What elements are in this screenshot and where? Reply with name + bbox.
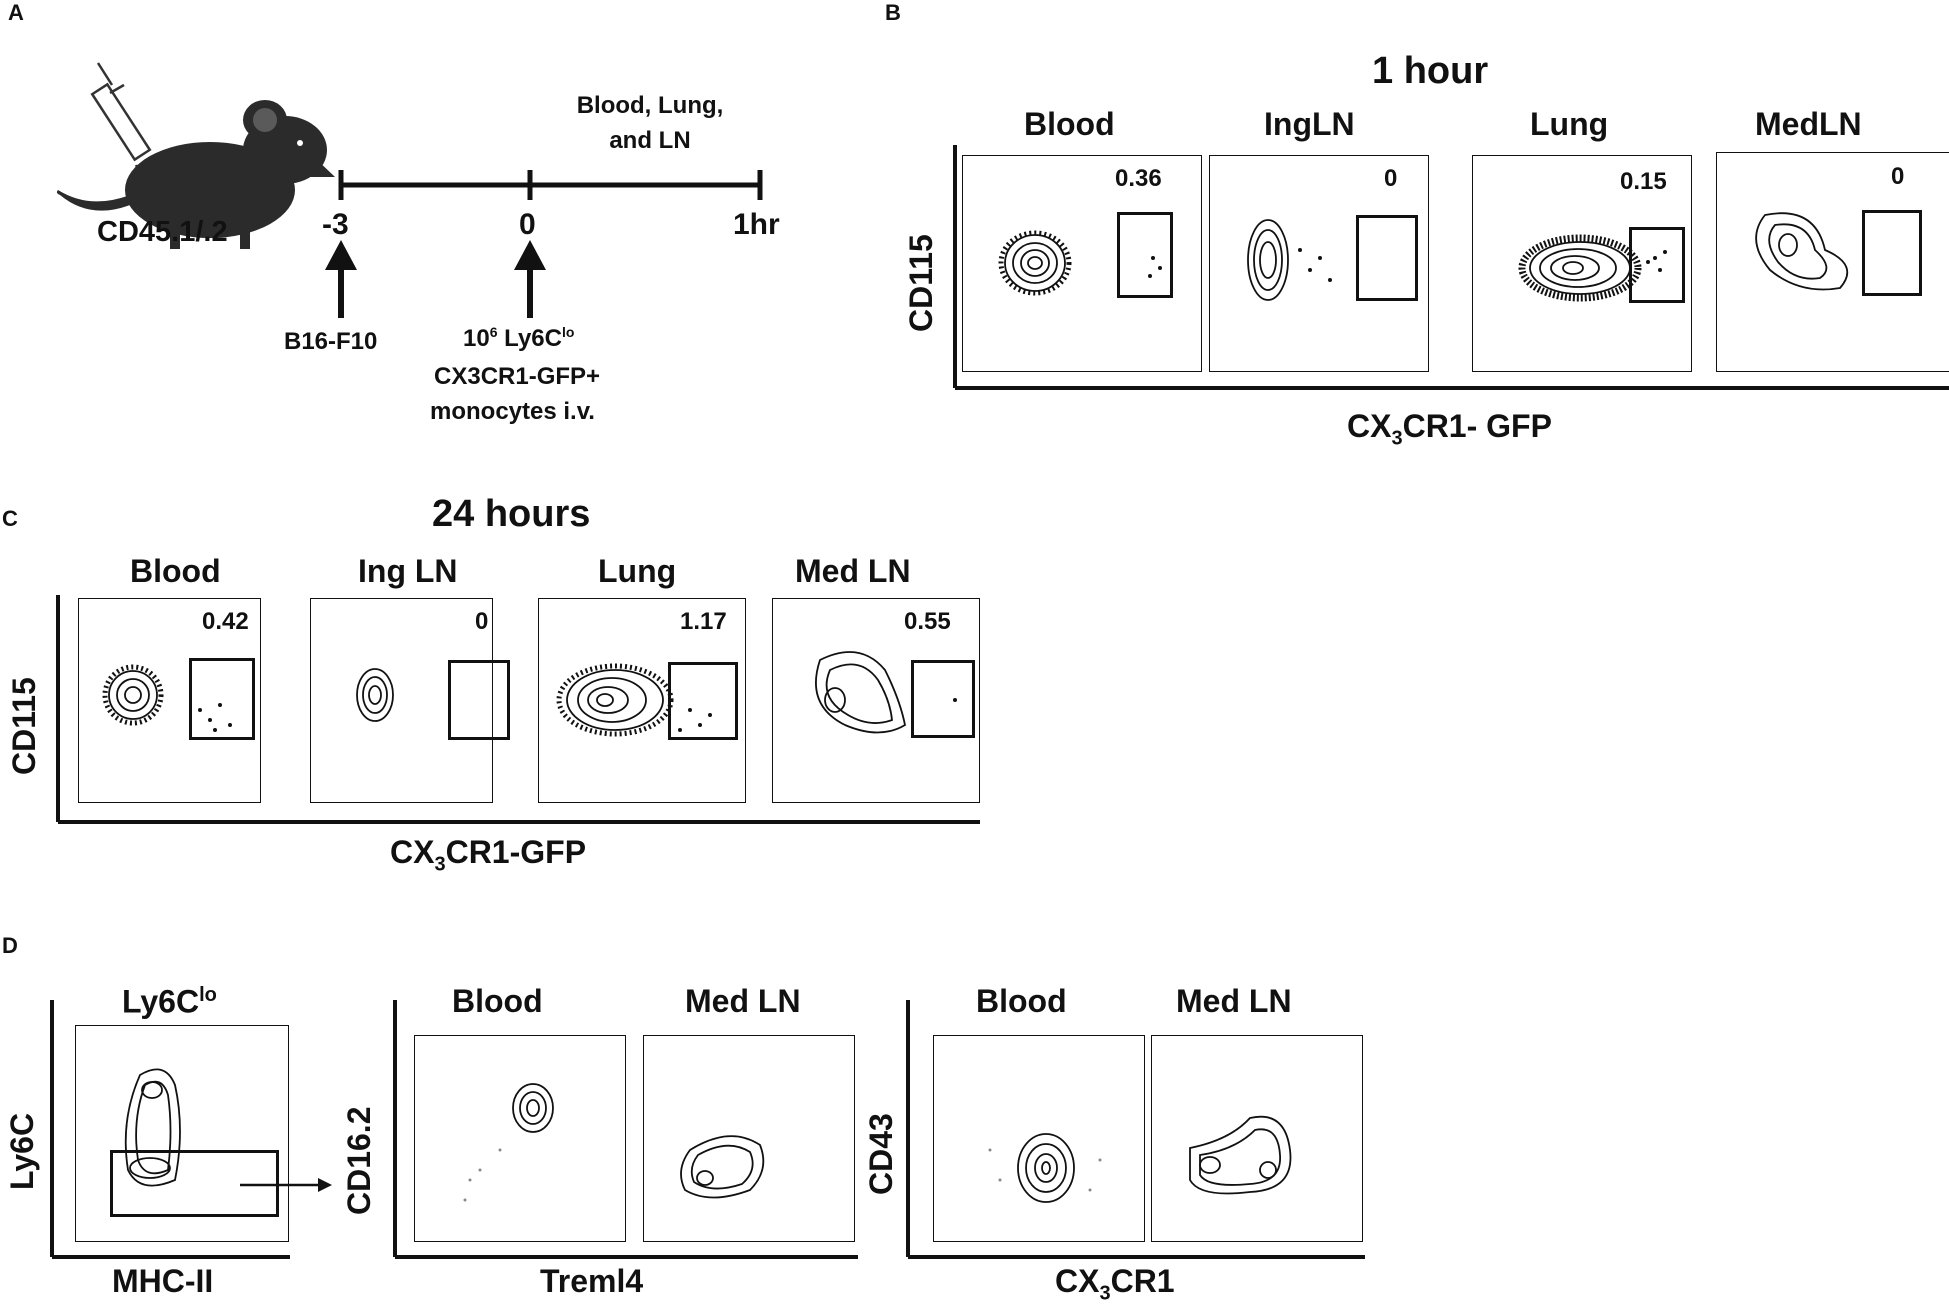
harvest-label-line1: Blood, Lung,	[576, 92, 724, 119]
flow-plot-d-g2-blood	[933, 1035, 1145, 1242]
timeline	[325, 170, 763, 318]
panel-letter-c: C	[2, 506, 18, 531]
flow-plot-c-ingln	[310, 598, 493, 803]
timeline-tick-minus3: -3	[322, 208, 349, 241]
mouse-icon	[56, 100, 335, 249]
panel-c-value-ingln: 0	[475, 608, 489, 635]
panel-c-tissue-ingln: Ing LN	[358, 553, 458, 589]
gate-c-ingln	[448, 660, 510, 740]
gate-b-blood	[1117, 212, 1173, 298]
panel-letter-a: A	[8, 0, 24, 25]
panel-b-value-medln: 0	[1891, 163, 1905, 190]
panel-d-g1-x-label: Treml4	[540, 1263, 644, 1299]
gate-b-medln	[1862, 210, 1922, 296]
panel-d-g2-tissue-blood: Blood	[976, 983, 1067, 1019]
timeline-tick-0: 0	[519, 208, 536, 241]
mouse-illustration	[56, 62, 335, 249]
panel-c-x-label: CX3CR1-GFP	[390, 834, 587, 876]
flow-plot-b-lung	[1472, 155, 1692, 372]
panel-d-g1-tissue-medln: Med LN	[685, 983, 801, 1019]
panel-d-g2-tissue-medln: Med LN	[1176, 983, 1292, 1019]
panel-c-value-blood: 0.42	[202, 608, 249, 635]
panel-d-gate-title: Ly6Clo	[122, 983, 217, 1020]
panel-c-tissue-lung: Lung	[598, 553, 677, 589]
gate-c-lung	[668, 662, 738, 740]
panel-c-tissue-medln: Med LN	[795, 553, 911, 589]
panel-c-tissue-blood: Blood	[130, 553, 221, 589]
panel-letter-d: D	[2, 933, 18, 958]
event-tumor-label: B16-F10	[284, 328, 378, 355]
event-transfer-line2: CX3CR1-GFP+	[434, 363, 601, 390]
panel-d-gate-x-label: MHC-II	[112, 1263, 214, 1299]
gate-c-blood	[189, 658, 255, 740]
flow-plot-c-medln	[772, 598, 980, 803]
panel-b-value-blood: 0.36	[1115, 165, 1162, 192]
panel-d-g2-x-label: CX3CR1	[1055, 1263, 1175, 1305]
panel-c-value-lung: 1.17	[680, 608, 727, 635]
panel-c-value-medln: 0.55	[904, 608, 951, 635]
panel-b-x-label: CX3CR1- GFP	[1347, 408, 1552, 450]
panel-b-tissue-lung: Lung	[1530, 106, 1609, 142]
flow-plot-c-lung	[538, 598, 746, 803]
panel-b-value-lung: 0.15	[1620, 168, 1667, 195]
panel-b-tissue-blood: Blood	[1024, 106, 1115, 142]
panel-b-tissue-ingln: IngLN	[1264, 106, 1355, 142]
event-transfer-line3: monocytes i.v.	[430, 398, 595, 425]
gate-b-lung	[1629, 227, 1685, 303]
gate-b-ingln	[1356, 215, 1418, 301]
flow-plot-c-blood	[78, 598, 261, 803]
panel-b-tissue-medln: MedLN	[1755, 106, 1862, 142]
flow-plot-d-g2-medln	[1151, 1035, 1363, 1242]
gate-c-medln	[911, 660, 975, 738]
panel-d-g1-tissue-blood: Blood	[452, 983, 543, 1019]
panel-b-axes	[953, 145, 1949, 390]
gate-d-ly6c-lo	[110, 1150, 279, 1217]
panel-c-title: 24 hours	[432, 493, 591, 535]
flow-plot-b-ingln	[1209, 155, 1429, 372]
panel-b-title: 1 hour	[1372, 50, 1489, 92]
flow-plot-b-medln	[1716, 152, 1949, 372]
flow-plot-b-blood	[962, 155, 1202, 372]
event-transfer-line1: 106 Ly6Clo	[463, 324, 575, 352]
panel-b-value-ingln: 0	[1384, 165, 1398, 192]
panel-letter-b: B	[885, 0, 901, 25]
flow-plot-d-g1-blood	[414, 1035, 626, 1242]
mouse-strain-label: CD45.1/.2	[97, 216, 228, 248]
harvest-label-line2: and LN	[609, 127, 691, 154]
timeline-tick-1hr: 1hr	[733, 208, 780, 241]
